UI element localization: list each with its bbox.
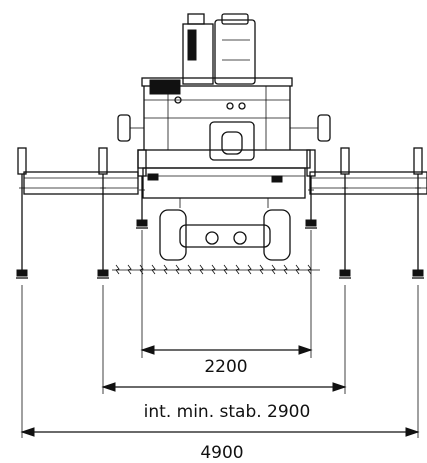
ground-hatch-mark: [163, 264, 168, 275]
ground-hatch-mark: [271, 264, 276, 275]
ground-hatch-mark: [307, 264, 312, 275]
left-mirror: [117, 114, 131, 142]
ground-hatch-mark: [259, 264, 264, 275]
dimension-outer-label: 4900: [200, 443, 243, 463]
machine-front-view: [16, 13, 427, 279]
ground-hatch-mark: [115, 264, 120, 275]
ground-hatch-mark: [199, 264, 204, 275]
dimension-stabilizer: int. min. stab. 2900: [101, 382, 347, 422]
ground-hatch-mark: [223, 264, 228, 275]
stabilizer-leg: [412, 147, 424, 279]
outrigger-beam-right: [309, 171, 427, 195]
stabilizer-legs: [16, 147, 424, 279]
stabilizer-leg: [97, 147, 109, 279]
stabilizer-leg: [16, 147, 28, 279]
dimension-stabilizer-label: int. min. stab. 2900: [144, 402, 311, 422]
ground-hatch-mark: [247, 264, 252, 275]
ground-hatch-mark: [283, 264, 288, 275]
stabilizer-leg: [305, 149, 317, 229]
cab: [182, 13, 256, 85]
ground-hatch-mark: [151, 264, 156, 275]
ground-hatch-mark: [187, 264, 192, 275]
stabilizer-leg: [339, 147, 351, 279]
chassis: [137, 149, 311, 261]
ground-line: [112, 264, 320, 275]
outrigger-beam-left: [23, 171, 139, 195]
ground-hatch-mark: [175, 264, 180, 275]
ground-hatch-mark: [127, 264, 132, 275]
dimension-inner-label: 2200: [204, 357, 247, 377]
dimension-outer: 4900: [20, 427, 420, 463]
ground-hatch-mark: [295, 264, 300, 275]
dimension-lines: 2200 int. min. stab. 2900 4900: [20, 230, 420, 463]
ground-hatch-mark: [139, 264, 144, 275]
ground-hatch-mark: [235, 264, 240, 275]
guard-rail: [141, 77, 293, 161]
ground-hatch-mark: [211, 264, 216, 275]
stabilizer-leg: [136, 149, 148, 229]
dimension-inner: 2200: [140, 345, 313, 377]
right-mirror: [317, 114, 331, 142]
